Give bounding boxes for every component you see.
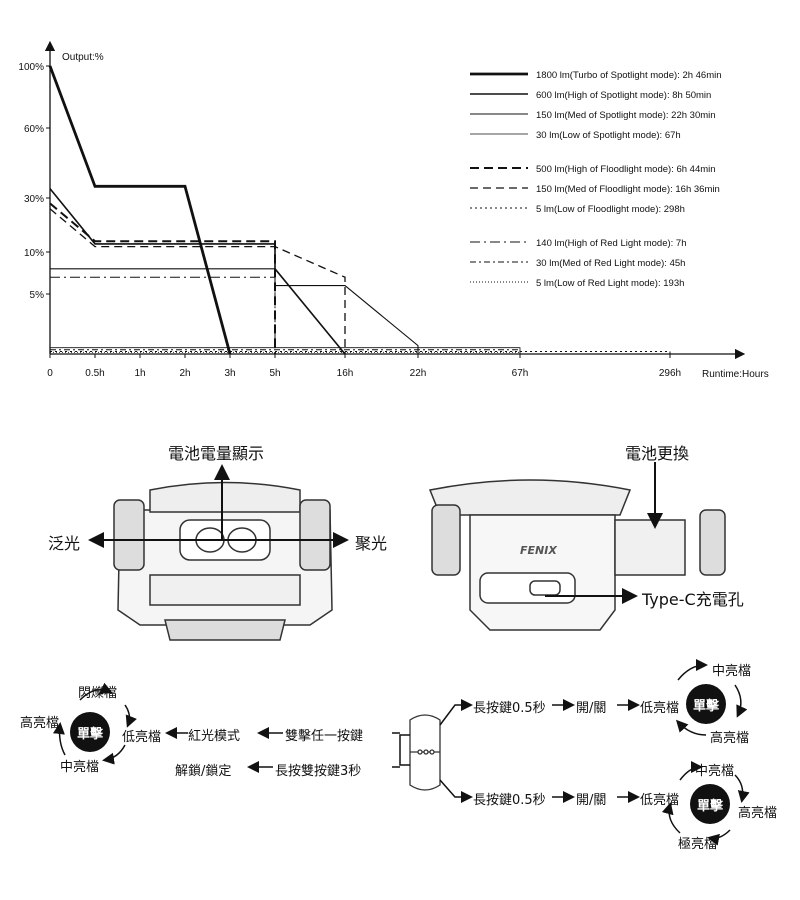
legend-label-8: 30 lm(Med of Red Light mode): 45h bbox=[536, 258, 685, 269]
red-mode-label: 紅光模式 bbox=[188, 729, 241, 744]
double-click-label: 雙擊任一按鍵 bbox=[285, 729, 364, 744]
bottom-cycle-top: 中亮檔 bbox=[695, 764, 735, 779]
x-tick-label-1: 0.5h bbox=[85, 368, 104, 379]
left-cycle-right: 低亮檔 bbox=[122, 730, 162, 745]
x-tick-label-0: 0 bbox=[47, 368, 53, 379]
typec-label: Type-C充電孔 bbox=[642, 590, 744, 609]
legend-label-1: 600 lm(High of Spotlight mode): 8h 50min bbox=[536, 90, 711, 101]
legend-label-2: 150 lm(Med of Spotlight mode): 22h 30min bbox=[536, 110, 716, 121]
legend-label-3: 30 lm(Low of Spotlight mode): 67h bbox=[536, 130, 681, 141]
series-line-6 bbox=[50, 350, 671, 354]
headlamp-front-illustration bbox=[113, 481, 333, 641]
flood-label: 泛光 bbox=[48, 534, 81, 553]
x-tick-label-8: 67h bbox=[512, 368, 529, 379]
x-tick-label-4: 3h bbox=[224, 368, 235, 379]
series-lines bbox=[48, 65, 671, 355]
left-cycle-bottom: 中亮檔 bbox=[60, 760, 100, 775]
series-line-5 bbox=[49, 208, 346, 354]
series-line-8 bbox=[50, 349, 521, 354]
top-cycle-center: 單擊 bbox=[686, 684, 726, 724]
y-tick-label-2: 30% bbox=[24, 194, 44, 205]
x-tick-label-5: 5h bbox=[269, 368, 280, 379]
legend: 1800 lm(Turbo of Spotlight mode): 2h 46m… bbox=[470, 70, 722, 289]
headlamp-back-illustration bbox=[428, 479, 726, 631]
left-cycle-top: 閃爍檔 bbox=[78, 686, 118, 701]
runtime-chart: Output:% Runtime:Hours 100% 60% 30% 10% 5% 0… bbox=[18, 40, 769, 380]
button-icon bbox=[409, 714, 441, 791]
x-tick-label-2: 1h bbox=[134, 368, 145, 379]
bottom-cycle-bottom: 極亮檔 bbox=[678, 837, 718, 852]
battery-replace-label: 電池更換 bbox=[625, 444, 690, 463]
bottom-cycle-right: 高亮檔 bbox=[738, 806, 778, 821]
y-tick-label-4: 5% bbox=[30, 290, 45, 301]
x-tick-label-7: 22h bbox=[410, 368, 427, 379]
legend-label-4: 500 lm(High of Floodlight mode): 6h 44mi… bbox=[536, 164, 716, 175]
series-line-0 bbox=[48, 65, 232, 355]
bottom-flow-step-3: 低亮檔 bbox=[640, 793, 680, 808]
brand-text: FENIX bbox=[520, 544, 557, 557]
x-tick-label-9: 296h bbox=[659, 368, 681, 379]
x-axis-label: Runtime:Hours bbox=[702, 369, 769, 380]
x-tick-label-3: 2h bbox=[179, 368, 190, 379]
y-ticks: 100% 60% 30% 10% 5% bbox=[18, 62, 50, 301]
long-press-both-label: 長按雙按鍵3秒 bbox=[275, 764, 362, 779]
bottom-flow-step-2: 開/關 bbox=[576, 793, 607, 808]
lock-label: 解鎖/鎖定 bbox=[175, 764, 232, 779]
battery-level-label: 電池電量顯示 bbox=[168, 444, 265, 463]
left-cycle-left: 高亮檔 bbox=[20, 716, 60, 731]
top-flow-step-1: 長按鍵0.5秒 bbox=[473, 701, 546, 716]
top-cycle-bottom: 高亮檔 bbox=[710, 731, 750, 746]
y-axis-label: Output:% bbox=[62, 52, 104, 63]
top-flow-step-2: 開/關 bbox=[576, 701, 607, 716]
bottom-flow-step-1: 長按鍵0.5秒 bbox=[473, 793, 546, 808]
legend-label-9: 5 lm(Low of Red Light mode): 193h bbox=[536, 278, 684, 289]
legend-label-7: 140 lm(High of Red Light mode): 7h bbox=[536, 238, 687, 249]
top-flow-step-3: 低亮檔 bbox=[640, 701, 680, 716]
top-cycle-top: 中亮檔 bbox=[712, 664, 752, 679]
y-tick-label-0: 100% bbox=[18, 62, 44, 73]
legend-label-5: 150 lm(Med of Floodlight mode): 16h 36mi… bbox=[536, 184, 720, 195]
legend-label-6: 5 lm(Low of Floodlight mode): 298h bbox=[536, 204, 685, 215]
legend-label-0: 1800 lm(Turbo of Spotlight mode): 2h 46m… bbox=[536, 70, 722, 81]
series-line-2 bbox=[50, 268, 419, 354]
left-cycle-center: 單擊 bbox=[70, 712, 110, 752]
y-tick-label-1: 60% bbox=[24, 124, 44, 135]
spot-label: 聚光 bbox=[355, 534, 388, 553]
series-line-7 bbox=[50, 276, 276, 354]
x-tick-label-6: 16h bbox=[337, 368, 354, 379]
x-ticks: 0 0.5h 1h 2h 3h 5h 16h 22h 67h 296h bbox=[47, 354, 681, 379]
bottom-cycle-center: 單擊 bbox=[690, 784, 730, 824]
y-tick-label-3: 10% bbox=[24, 248, 44, 259]
